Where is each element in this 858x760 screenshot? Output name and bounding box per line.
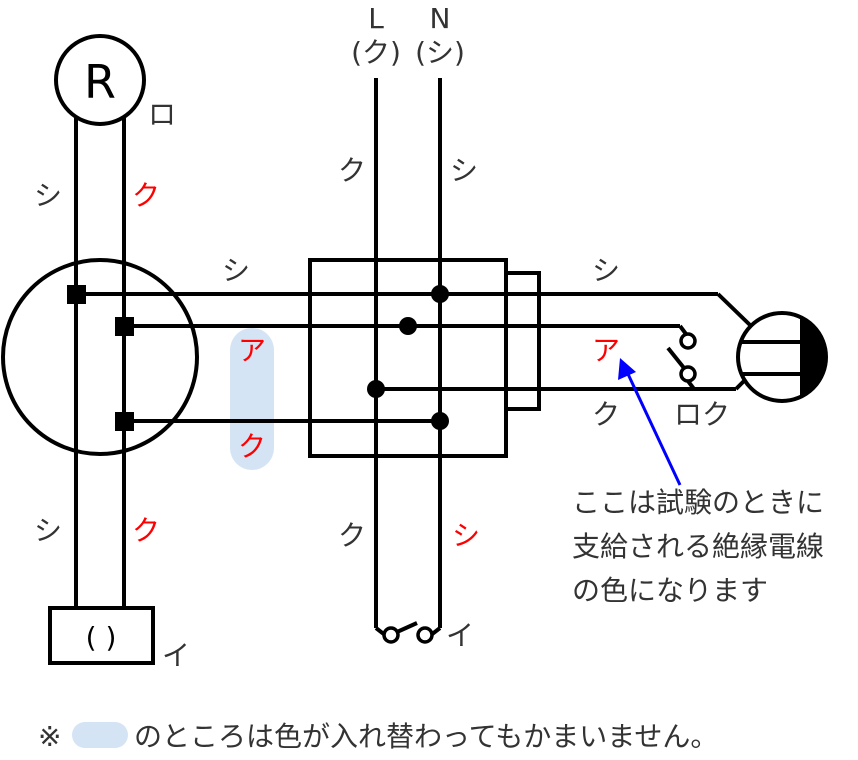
terminal	[115, 317, 134, 336]
swap-highlight	[230, 328, 274, 470]
label: シ	[592, 254, 620, 287]
switch-lever	[666, 346, 686, 370]
label: ロ	[148, 98, 176, 131]
connection-dot	[431, 412, 449, 430]
footer-prefix: ※	[38, 720, 61, 753]
terminal	[67, 285, 86, 304]
label: ク	[238, 430, 266, 463]
label: ク	[338, 519, 366, 552]
label: ア	[238, 334, 266, 367]
terminal	[115, 412, 134, 431]
R-label: R	[84, 55, 116, 109]
annotation-arrow	[618, 358, 682, 486]
receptacle	[48, 606, 155, 665]
label: ク	[132, 179, 160, 212]
label: シ	[222, 254, 250, 287]
wire	[716, 292, 752, 327]
footer-highlight-swatch	[72, 722, 128, 748]
wire	[734, 379, 746, 391]
fixture-lamp	[736, 311, 828, 403]
junction-box-tab	[504, 271, 541, 411]
annotation-line: の色になります	[572, 574, 768, 607]
N-label: N	[430, 2, 451, 35]
connection-dot	[431, 285, 449, 303]
connection-dot	[367, 380, 385, 398]
label: ク	[592, 398, 620, 431]
label: ク	[132, 514, 160, 547]
switch-contact	[679, 365, 697, 383]
connection-dot	[399, 317, 417, 335]
switch-contact	[679, 332, 697, 350]
footer-text: のところは色が入れ替わってもかまいません。	[134, 720, 718, 753]
receptacle-label: ( )	[86, 621, 117, 654]
label: シ	[34, 514, 62, 547]
ceiling-light-R	[54, 34, 146, 126]
annotation-line: ここは試験のときに	[572, 486, 824, 519]
wire	[686, 379, 696, 391]
switch-contact	[382, 626, 400, 644]
annotation-line: 支給される絶縁電線	[572, 530, 824, 563]
L-label: L	[368, 2, 384, 35]
label: イ	[446, 619, 474, 652]
label: ロク	[674, 398, 730, 431]
junction-box	[308, 258, 508, 458]
N-color-label: (シ)	[415, 36, 465, 69]
label: シ	[450, 154, 478, 187]
wire	[678, 324, 688, 336]
label: ア	[592, 334, 620, 367]
switch-lever	[396, 621, 418, 634]
label: ク	[338, 154, 366, 187]
outlet-box-circle	[1, 258, 199, 456]
switch-contact	[416, 626, 434, 644]
L-color-label: (ク)	[351, 36, 401, 69]
label: シ	[34, 179, 62, 212]
label: イ	[162, 639, 190, 672]
label: シ	[452, 519, 480, 552]
